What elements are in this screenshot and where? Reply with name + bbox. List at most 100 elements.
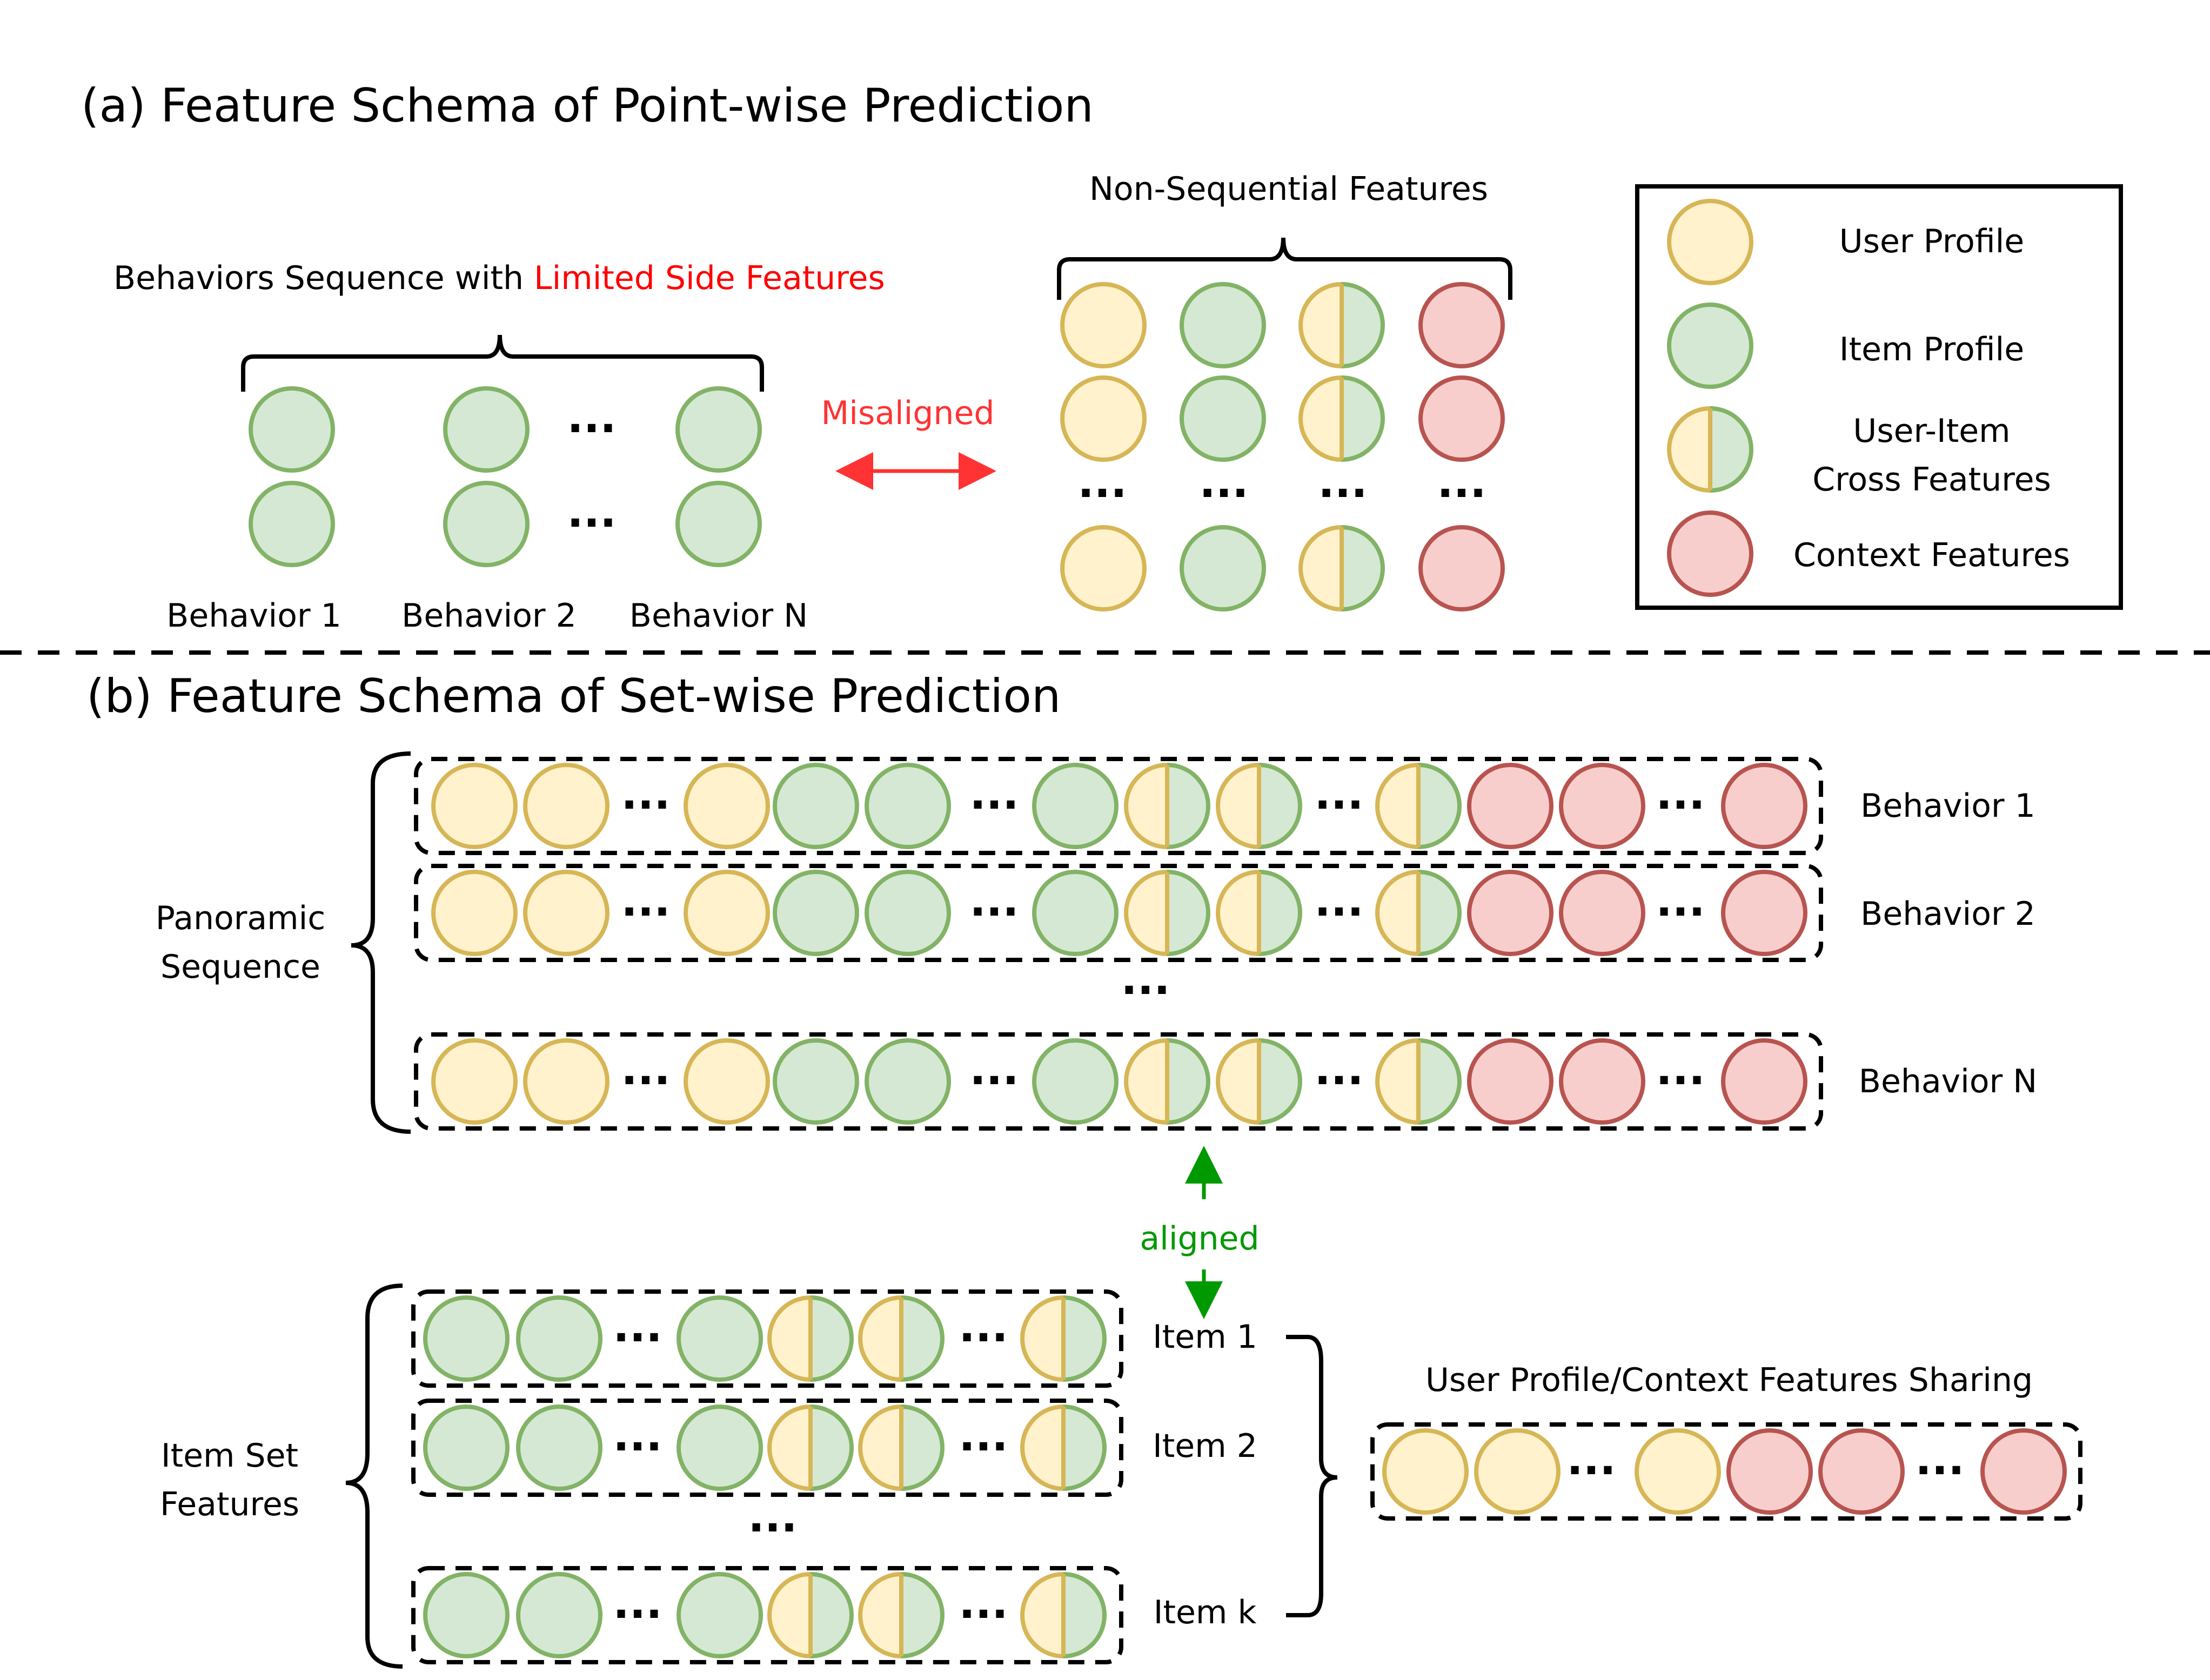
user-profile-circle: [1060, 525, 1147, 611]
behavior-row-box: [414, 864, 1823, 962]
row-behavior-2-label: Behavior 2: [1860, 895, 2035, 933]
context-feature-circle: [1721, 1038, 1807, 1125]
item-profile-circle: [516, 1295, 602, 1382]
context-feature-circle: [1467, 1038, 1553, 1125]
context-feature-circle: [1559, 763, 1645, 849]
cross-feature-circle: [1124, 1038, 1210, 1125]
item-profile-circle: [249, 481, 335, 567]
cross-feature-circle: [767, 1405, 854, 1491]
item-profile-circle: [865, 870, 951, 956]
non-sequential-circles: [1060, 282, 1505, 611]
sharing-row-ellipsis: ...: [1566, 1434, 1616, 1484]
item-profile-circle: [677, 1295, 763, 1382]
user-profile-circle: [684, 763, 770, 849]
behavior-row-ellipsis: ...: [1314, 1044, 1363, 1094]
behaviors-ellipsis-bottom: ...: [567, 487, 616, 537]
item-k-label: Item k: [1154, 1594, 1257, 1631]
user-profile-circle: [684, 870, 770, 956]
behavior-row-ellipsis: ...: [1656, 1044, 1705, 1094]
legend-user-item: User-Item: [1853, 412, 2010, 450]
item-2-label: Item 2: [1153, 1427, 1257, 1465]
item-profile-circle: [1032, 763, 1119, 849]
user-profile-circle: [431, 1038, 518, 1125]
behavior-row-ellipsis: ...: [969, 769, 1019, 819]
item-profile-circle: [423, 1572, 510, 1658]
panoramic-rows-ellipsis: ...: [1121, 954, 1170, 1004]
context-feature-circle: [1721, 870, 1807, 956]
sharing-row-box: [1370, 1422, 2082, 1521]
item-sharing-brace: [1286, 1335, 1338, 1617]
item-profile-circle: [1180, 525, 1266, 611]
user-profile-circle: [523, 1038, 610, 1125]
item-set-brace: [345, 1283, 403, 1669]
cross-feature-circle: [1216, 763, 1302, 849]
item-profile-circle: [773, 763, 859, 849]
behavior-row-ellipsis: ...: [969, 1044, 1019, 1094]
behavior-row-ellipsis: ...: [1314, 876, 1363, 926]
behavior-row-box: [414, 1032, 1823, 1131]
legend-circles: [1667, 199, 1753, 597]
item-rows-ellipsis: ...: [748, 1491, 797, 1542]
behavior-row-ellipsis: ...: [1656, 876, 1705, 926]
item-profile-circle: [677, 1405, 763, 1491]
row-behavior-n-label: Behavior N: [1859, 1063, 2037, 1100]
user-profile-circle: [684, 1038, 770, 1125]
item-1-label: Item 1: [1153, 1318, 1257, 1356]
user-profile-circle: [1474, 1428, 1561, 1515]
cross-feature-circle: [767, 1572, 854, 1658]
item-profile-circle: [677, 1572, 763, 1658]
behavior-row-ellipsis: ...: [1314, 769, 1363, 819]
item-row-box: [411, 1399, 1123, 1497]
item-profile-circle: [516, 1572, 602, 1658]
aligned-label: aligned: [1140, 1220, 1259, 1258]
user-profile-circle: [523, 870, 610, 956]
behaviors-caption-prefix: Behaviors Sequence with: [113, 259, 534, 297]
user-profile-circle: [1060, 282, 1147, 368]
cross-feature-circle: [1375, 870, 1462, 956]
panoramic-behavior-rows: ....................................: [414, 757, 1823, 1131]
behavior-row-box: [414, 757, 1823, 855]
cross-feature-circle: [1020, 1572, 1107, 1658]
cross-feature-circle: [1667, 406, 1753, 493]
item-set-rows: ..................: [411, 1289, 1123, 1664]
behavior-n-label: Behavior N: [629, 597, 808, 635]
item-profile-circle: [1180, 282, 1266, 368]
cross-feature-circle: [1375, 1038, 1462, 1125]
panoramic-label-line1: Panoramic: [156, 899, 326, 937]
item-profile-circle: [1667, 303, 1753, 389]
item-row-ellipsis: ...: [959, 1410, 1008, 1461]
behavior-2-label: Behavior 2: [401, 597, 577, 635]
behaviors-caption-highlight: Limited Side Features: [534, 259, 885, 297]
sharing-row-ellipsis: ...: [1915, 1434, 1964, 1484]
item-profile-circle: [865, 763, 951, 849]
behavior-row-ellipsis: ...: [621, 1044, 670, 1094]
cross-feature-circle: [1124, 763, 1210, 849]
item-profile-circle: [773, 1038, 859, 1125]
context-feature-circle: [1980, 1428, 2067, 1515]
legend-context-features: Context Features: [1793, 536, 2070, 574]
panoramic-brace: [351, 751, 411, 1134]
legend-item-profile: Item Profile: [1839, 331, 2024, 368]
context-feature-circle: [1418, 375, 1505, 462]
behaviors-ellipsis-top: ...: [567, 392, 616, 442]
cross-feature-circle: [1124, 870, 1210, 956]
behaviors-circles: [249, 386, 762, 567]
item-row-ellipsis: ...: [959, 1578, 1008, 1628]
legend-user-profile: User Profile: [1839, 223, 2024, 260]
context-feature-circle: [1726, 1428, 1813, 1515]
user-profile-circle: [1060, 375, 1147, 462]
cross-feature-circle: [1020, 1405, 1107, 1491]
behavior-row-ellipsis: ...: [969, 876, 1019, 926]
item-profile-circle: [443, 481, 530, 567]
cross-feature-circle: [1298, 282, 1385, 368]
item-profile-circle: [865, 1038, 951, 1125]
context-feature-circle: [1467, 870, 1553, 956]
context-feature-circle: [1721, 763, 1807, 849]
cross-feature-circle: [767, 1295, 854, 1382]
non-sequential-label: Non-Sequential Features: [1089, 170, 1488, 208]
behavior-1-label: Behavior 1: [166, 597, 341, 635]
non-sequential-brace: [1057, 237, 1512, 300]
item-set-label-line1: Item Set: [161, 1437, 298, 1475]
